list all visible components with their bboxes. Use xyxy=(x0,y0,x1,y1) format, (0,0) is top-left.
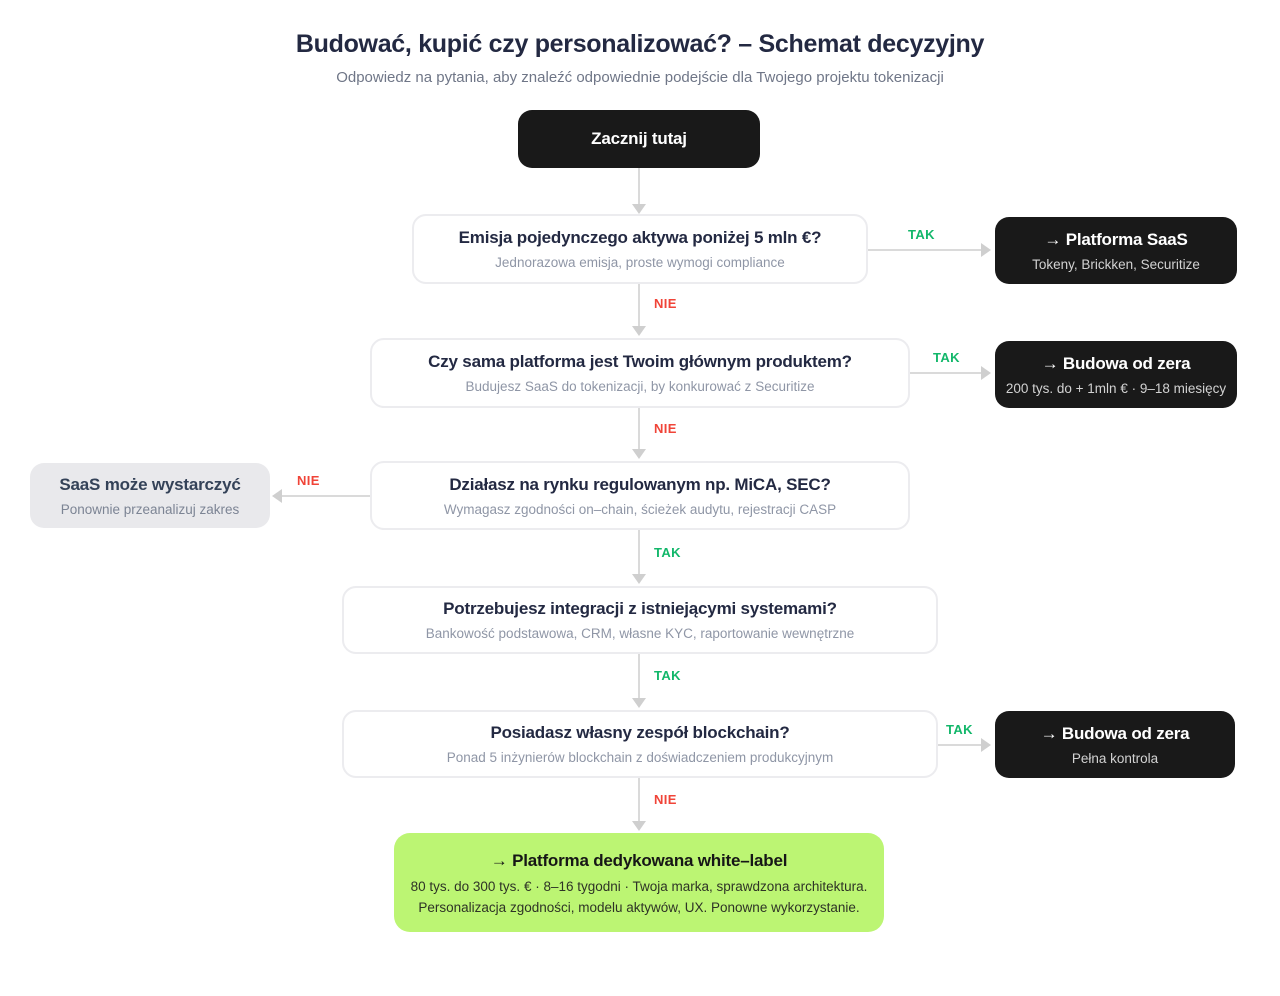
result-node-build-scratch-2: → Budowa od zera Pełna kontrola xyxy=(995,711,1235,778)
whitelabel-line1: 80 tys. do 300 tys. € · 8–16 tygodni · T… xyxy=(410,878,868,894)
arrowhead-right-icon xyxy=(981,243,991,257)
q3-title: Działasz na rynku regulowanym np. MiCA, … xyxy=(449,474,831,494)
result-node-whitelabel: → Platforma dedykowana white–label 80 ty… xyxy=(394,833,884,932)
edge-label-q5-yes: TAK xyxy=(946,722,973,737)
q5-subtitle: Ponad 5 inżynierów blockchain z doświadc… xyxy=(446,750,834,765)
edge-label-q3-yes: TAK xyxy=(654,545,681,560)
connector-q3-q4 xyxy=(638,530,640,576)
q2-title: Czy sama platforma jest Twoim głównym pr… xyxy=(428,352,852,371)
result-node-build-scratch-1: → Budowa od zera 200 tys. do + 1mln € · … xyxy=(995,341,1237,408)
question-node-q2: Czy sama platforma jest Twoim głównym pr… xyxy=(370,338,910,408)
connector-q5-build2 xyxy=(938,744,981,746)
arrowhead-down-icon xyxy=(632,574,646,584)
edge-label-q1-no: NIE xyxy=(654,296,677,311)
q2-subtitle: Budujesz SaaS do tokenizacji, by konkuro… xyxy=(465,379,815,394)
connector-q5-whitelabel xyxy=(638,778,640,823)
question-node-q4: Potrzebujesz integracji z istniejącymi s… xyxy=(342,586,938,654)
page-title: Budować, kupić czy personalizować? – Sch… xyxy=(295,30,985,58)
arrowhead-right-icon xyxy=(981,366,991,380)
arrowhead-down-icon xyxy=(632,821,646,831)
edge-label-q3-no: NIE xyxy=(297,473,320,488)
connector-q3-saas-enough xyxy=(282,495,370,497)
connector-q1-q2 xyxy=(638,284,640,328)
edge-label-q1-yes: TAK xyxy=(908,227,935,242)
arrowhead-down-icon xyxy=(632,326,646,336)
edge-label-q4-yes: TAK xyxy=(654,668,681,683)
arrowhead-down-icon xyxy=(632,204,646,214)
q3-subtitle: Wymagasz zgodności on–chain, ścieżek aud… xyxy=(443,501,837,517)
result-build1-subtitle: 200 tys. do + 1mln € · 9–18 miesięcy xyxy=(1005,380,1227,396)
arrowhead-right-icon xyxy=(981,738,991,752)
arrowhead-left-icon xyxy=(272,489,282,503)
q1-title: Emisja pojedynczego aktywa poniżej 5 mln… xyxy=(458,228,822,247)
q4-title: Potrzebujesz integracji z istniejącymi s… xyxy=(443,599,837,618)
connector-q1-saas xyxy=(868,249,981,251)
arrowhead-down-icon xyxy=(632,449,646,459)
result-build2-title: → Budowa od zera xyxy=(1040,723,1190,743)
edge-label-q5-no: NIE xyxy=(654,792,677,807)
question-node-q5: Posiadasz własny zespół blockchain? Pona… xyxy=(342,710,938,778)
result-node-saas: → Platforma SaaS Tokeny, Brickken, Secur… xyxy=(995,217,1237,284)
result-node-saas-enough: SaaS może wystarczyć Ponownie przeanaliz… xyxy=(30,463,270,528)
result-saas-title: → Platforma SaaS xyxy=(1044,229,1188,249)
whitelabel-title: → Platforma dedykowana white–label xyxy=(490,850,788,870)
start-node-label: Zacznij tutaj xyxy=(591,129,687,148)
result-build2-subtitle: Pełna kontrola xyxy=(1071,750,1159,766)
whitelabel-line2: Personalizacja zgodności, modelu aktywów… xyxy=(418,899,860,915)
question-node-q3: Działasz na rynku regulowanym np. MiCA, … xyxy=(370,461,910,530)
q4-subtitle: Bankowość podstawowa, CRM, własne KYC, r… xyxy=(425,626,855,641)
connector-q2-build1 xyxy=(910,372,981,374)
saas-enough-subtitle: Ponownie przeanalizuj zakres xyxy=(60,501,240,517)
saas-enough-title: SaaS może wystarczyć xyxy=(59,474,241,494)
result-saas-subtitle: Tokeny, Brickken, Securitize xyxy=(1032,256,1200,272)
arrowhead-down-icon xyxy=(632,698,646,708)
edge-label-q2-no: NIE xyxy=(654,421,677,436)
q5-title: Posiadasz własny zespół blockchain? xyxy=(490,723,790,742)
page-subtitle: Odpowiedz na pytania, aby znaleźć odpowi… xyxy=(336,69,944,86)
question-node-q1: Emisja pojedynczego aktywa poniżej 5 mln… xyxy=(412,214,868,284)
edge-label-q2-yes: TAK xyxy=(933,350,960,365)
connector-q4-q5 xyxy=(638,654,640,700)
start-node: Zacznij tutaj xyxy=(518,110,760,168)
connector-start-q1 xyxy=(638,168,640,206)
connector-q2-q3 xyxy=(638,408,640,451)
q1-subtitle: Jednorazowa emisja, proste wymogi compli… xyxy=(495,255,785,270)
result-build1-title: → Budowa od zera xyxy=(1041,353,1191,373)
